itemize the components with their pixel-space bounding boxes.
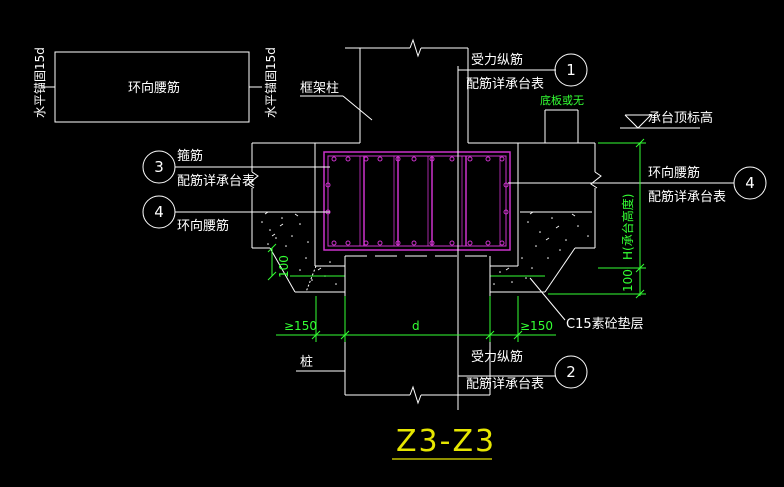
frame-column-label: 框架柱	[300, 81, 339, 96]
horizontal-dimension	[276, 296, 556, 342]
callout-2-number: 2	[566, 363, 576, 381]
callout-1: 1	[554, 53, 588, 87]
leaders	[175, 66, 734, 410]
dim-150-right: ≥150	[520, 319, 553, 333]
dim-d: d	[412, 319, 420, 333]
section-title: Z3-Z3	[396, 424, 496, 459]
dim-100-right: 100	[621, 269, 635, 292]
callout-3: 3	[142, 150, 176, 184]
callout-2: 2	[554, 355, 588, 389]
callout-3-number: 3	[154, 158, 164, 176]
rebar-cage	[323, 151, 511, 251]
ring-rebar-left-label: 环向腰筋	[177, 218, 229, 234]
callout-4-right-number: 4	[745, 174, 755, 192]
bottom-plate-label: 底板或无	[540, 93, 584, 107]
frame-column-leader-tail	[342, 95, 373, 121]
pile-label: 桩	[300, 355, 313, 370]
cap-top-elevation-label: 承台顶标高	[648, 110, 713, 126]
frame-column	[252, 38, 595, 144]
main-rebar-top-label-2: 配筋详承台表	[466, 76, 544, 92]
vertical-dimension-left	[267, 243, 277, 281]
bottom-plate	[544, 109, 579, 143]
main-rebar-top-label-1: 受力纵筋	[471, 52, 523, 68]
stirrup-label-2: 配筋详承台表	[177, 173, 255, 189]
concrete-hatch	[261, 217, 589, 285]
concrete-hatch-ticks	[264, 211, 576, 271]
stirrup-label-1: 箍筋	[177, 148, 203, 164]
anchor-left-label: 水平锚固15d	[32, 47, 47, 118]
ring-rebar-right-label-1: 环向腰筋	[648, 165, 700, 181]
ring-rebar-box-label: 环向腰筋	[128, 80, 180, 96]
main-rebar-bottom-label-2: 配筋详承台表	[466, 376, 544, 392]
callout-4-left: 4	[142, 195, 176, 229]
main-rebar-bottom-label-1: 受力纵筋	[471, 349, 523, 365]
callout-4-left-number: 4	[154, 203, 164, 221]
c15-pad-label: C15素砼垫层	[566, 316, 644, 332]
callout-4-right: 4	[733, 166, 767, 200]
ring-rebar-right-label-2: 配筋详承台表	[648, 189, 726, 205]
ring-rebar-detail	[42, 51, 262, 123]
anchor-right-label: 水平锚固15d	[263, 47, 278, 118]
rebar-dots	[325, 156, 509, 246]
dim-100-left: 100	[277, 255, 291, 278]
dim-150-left: ≥150	[284, 319, 317, 333]
pile-cap-outline	[247, 143, 602, 267]
vertical-dimension-right	[548, 138, 646, 299]
cap-top-elevation-marker	[620, 114, 700, 129]
c15-pad	[269, 247, 576, 293]
callout-1-number: 1	[566, 61, 576, 79]
cap-height-label: H(承台高度)	[620, 194, 635, 260]
